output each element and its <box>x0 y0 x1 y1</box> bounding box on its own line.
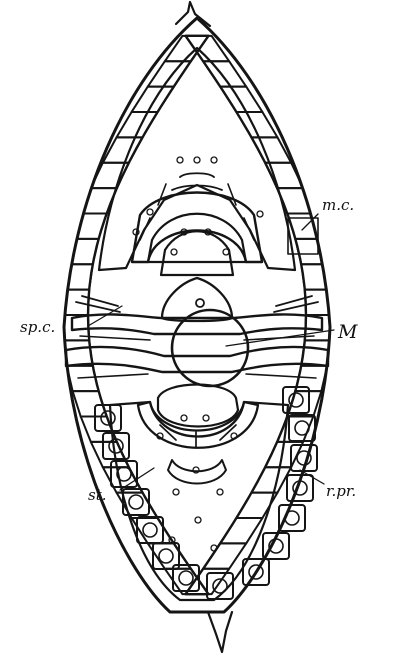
label-mc: m.c. <box>322 196 354 214</box>
sporangium-outline <box>64 2 330 652</box>
label-rpr: r.pr. <box>326 482 356 500</box>
mantle-cell <box>203 543 246 568</box>
spore-dot <box>223 249 229 255</box>
upper-spore-mass <box>99 48 295 270</box>
spore-dot <box>181 415 187 421</box>
spore-dot <box>257 211 263 217</box>
reproductive-cell <box>279 505 305 531</box>
spore-dot <box>195 517 201 523</box>
columella-dot <box>196 299 204 307</box>
spore-dot <box>217 489 223 495</box>
label-st: st. <box>88 486 107 504</box>
spore-dot <box>194 157 200 163</box>
spore-dot <box>211 157 217 163</box>
mantle-cell <box>236 493 277 518</box>
spore-dot <box>177 157 183 163</box>
basal-tip <box>208 612 232 652</box>
upper-cap-arcs <box>132 173 262 275</box>
spore-dot <box>147 209 153 215</box>
label-spc: sp.c. <box>20 318 55 336</box>
mantle-cell <box>220 518 262 543</box>
label-M: M <box>337 321 358 343</box>
spore-dot <box>203 415 209 421</box>
spore-dot <box>171 249 177 255</box>
reproductive-cell <box>289 415 315 441</box>
leader-lines <box>88 214 334 490</box>
spore-dot <box>173 489 179 495</box>
